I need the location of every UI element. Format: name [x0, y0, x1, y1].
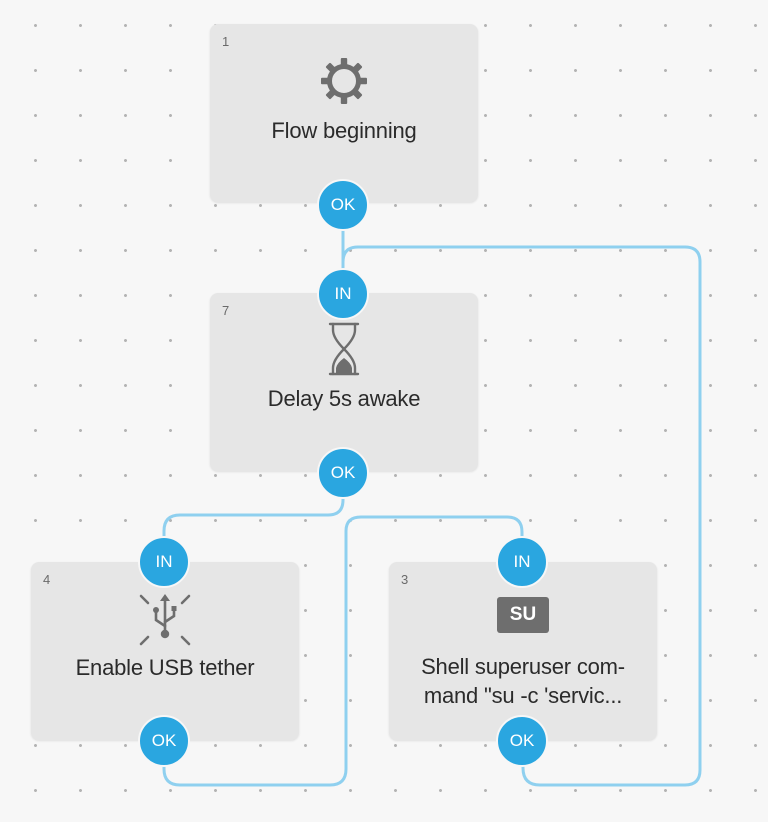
- block-number: 3: [401, 572, 409, 587]
- connection-7-to-4: [162, 468, 345, 564]
- hourglass-icon: [327, 322, 361, 376]
- block-title: Shell superuser com- mand "su -c 'servic…: [397, 652, 649, 710]
- block-4-ok-port[interactable]: OK: [138, 715, 190, 767]
- block-number: 7: [222, 303, 230, 318]
- block-shell-superuser-command[interactable]: 3 SU Shell superuser com- mand "su -c 's…: [389, 562, 657, 740]
- block-title-line: Shell superuser com-: [421, 654, 625, 679]
- block-7-ok-port[interactable]: OK: [317, 447, 369, 499]
- usb-icon: [137, 592, 193, 648]
- block-title: Delay 5s awake: [267, 386, 421, 411]
- gear-icon: [319, 56, 369, 106]
- block-7-in-port[interactable]: IN: [317, 268, 369, 320]
- block-title-line: mand "su -c 'servic...: [423, 683, 623, 708]
- block-flow-beginning[interactable]: 1 Flow beginning: [210, 24, 478, 202]
- block-4-in-port[interactable]: IN: [138, 536, 190, 588]
- block-title: Enable USB tether: [75, 655, 255, 680]
- su-icon-label: SU: [497, 597, 549, 633]
- block-1-ok-port[interactable]: OK: [317, 179, 369, 231]
- block-delay[interactable]: 7 Delay 5s awake: [210, 293, 478, 471]
- block-number: 4: [43, 572, 51, 587]
- block-3-in-port[interactable]: IN: [496, 536, 548, 588]
- su-icon: SU: [497, 597, 549, 633]
- block-enable-usb-tether[interactable]: 4 Enable USB te: [31, 562, 299, 740]
- block-number: 1: [222, 34, 230, 49]
- block-title: Flow beginning: [271, 118, 417, 143]
- block-3-ok-port[interactable]: OK: [496, 715, 548, 767]
